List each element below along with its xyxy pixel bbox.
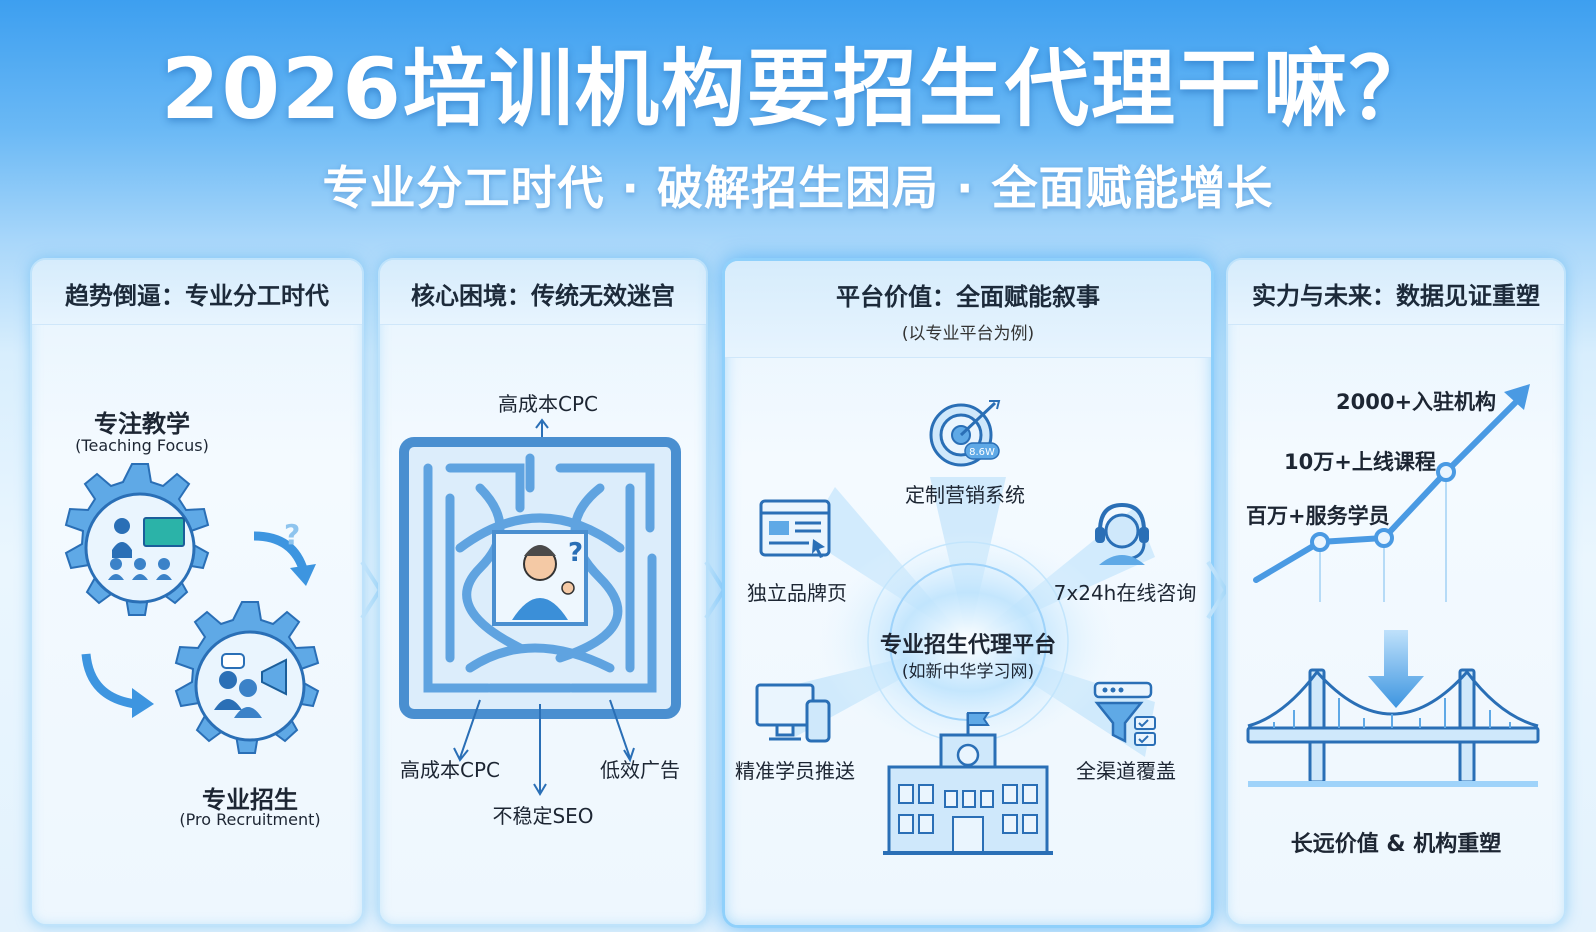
feature-marketing-label: 定制营销系统 [905, 483, 1025, 507]
chevron-right-icon [1206, 560, 1229, 620]
stat-courses: 10万+上线课程 [1284, 450, 1436, 474]
question-mark: ? [284, 518, 301, 551]
growth-trend-icon [1253, 384, 1530, 602]
platform-center-sublabel: (如新中华学习网) [901, 662, 1035, 682]
stat-institutions: 2000+入驻机构 [1336, 390, 1497, 414]
maze-exit-bc-label: 不稳定SEO [492, 804, 594, 828]
focus-label: 专注教学 [94, 410, 190, 438]
panel-platform: 平台价值：全面赋能叙事 (以专业平台为例) 8.6W 定制营销系统 [722, 258, 1214, 928]
headset-support-icon [1095, 502, 1149, 565]
funnel-channels-icon [1093, 681, 1156, 746]
maze-icon [399, 437, 681, 719]
maze-exit-br-label: 低效广告 [600, 758, 680, 782]
page-title: 2026培训机构要招生代理干嘛？ [161, 40, 1435, 138]
maze-exit-bl-label: 高成本CPC [400, 758, 500, 782]
maze-question-mark: ? [568, 538, 584, 568]
platform-center-label: 专业招生代理平台 [879, 633, 1056, 658]
cycle-arrow-icon [81, 653, 154, 718]
feature-push-label: 精准学员推送 [735, 759, 855, 783]
target-badge: 8.6W [969, 447, 995, 458]
panel-header: 趋势倒逼：专业分工时代 [32, 260, 362, 325]
panel-title: 核心困境：传统无效迷宫 [411, 282, 675, 310]
cycle-arrow-icon [253, 531, 316, 586]
panel-subtitle: (以专业平台为例) [901, 324, 1035, 344]
exit-arrows-icon [453, 699, 635, 796]
recruit-en-label: (Pro Recruitment) [179, 810, 321, 829]
strength-footer: 长远价值 & 机构重塑 [1290, 832, 1502, 857]
recruitment-gear-icon [174, 601, 320, 754]
feature-coverage-label: 全渠道覆盖 [1076, 759, 1176, 783]
devices-icon [755, 683, 831, 743]
panel-title: 趋势倒逼：专业分工时代 [65, 282, 329, 310]
bridge-icon [1246, 668, 1540, 787]
feature-consult-label: 7x24h在线咨询 [1053, 581, 1197, 605]
panel-title: 平台价值：全面赋能叙事 [836, 283, 1100, 311]
maze-exit-top-label: 高成本CPC [498, 392, 598, 416]
browser-page-icon [759, 499, 831, 558]
panel-header: 核心困境：传统无效迷宫 [380, 260, 706, 325]
panel-strength: 实力与未来：数据见证重塑 2000+入驻机构 10万+上线课程 百万+服务学员 … [1226, 258, 1566, 926]
focus-en-label: (Teaching Focus) [75, 436, 209, 455]
panel-trend: 趋势倒逼：专业分工时代 专注教学 (Teaching Focus) ? 专业招生… [30, 258, 364, 926]
page-subtitle: 专业分工时代 · 破解招生困局 · 全面赋能增长 [322, 161, 1274, 215]
stat-students: 百万+服务学员 [1246, 504, 1390, 528]
feature-brand-page-label: 独立品牌页 [747, 581, 847, 605]
arrow-down-icon [1368, 630, 1424, 708]
school-building-icon [883, 712, 1053, 855]
target-icon: 8.6W [929, 400, 1001, 467]
teaching-gear-icon [64, 463, 210, 616]
recruit-label: 专业招生 [202, 786, 298, 814]
panel-header: 平台价值：全面赋能叙事 (以专业平台为例) [725, 261, 1211, 358]
panel-dilemma: 核心困境：传统无效迷宫 高成本CPC ? 高成本CPC 低效广告 不稳定SEO [378, 258, 708, 926]
panel-title: 实力与未来：数据见证重塑 [1252, 282, 1540, 310]
panel-header: 实力与未来：数据见证重塑 [1228, 260, 1564, 325]
